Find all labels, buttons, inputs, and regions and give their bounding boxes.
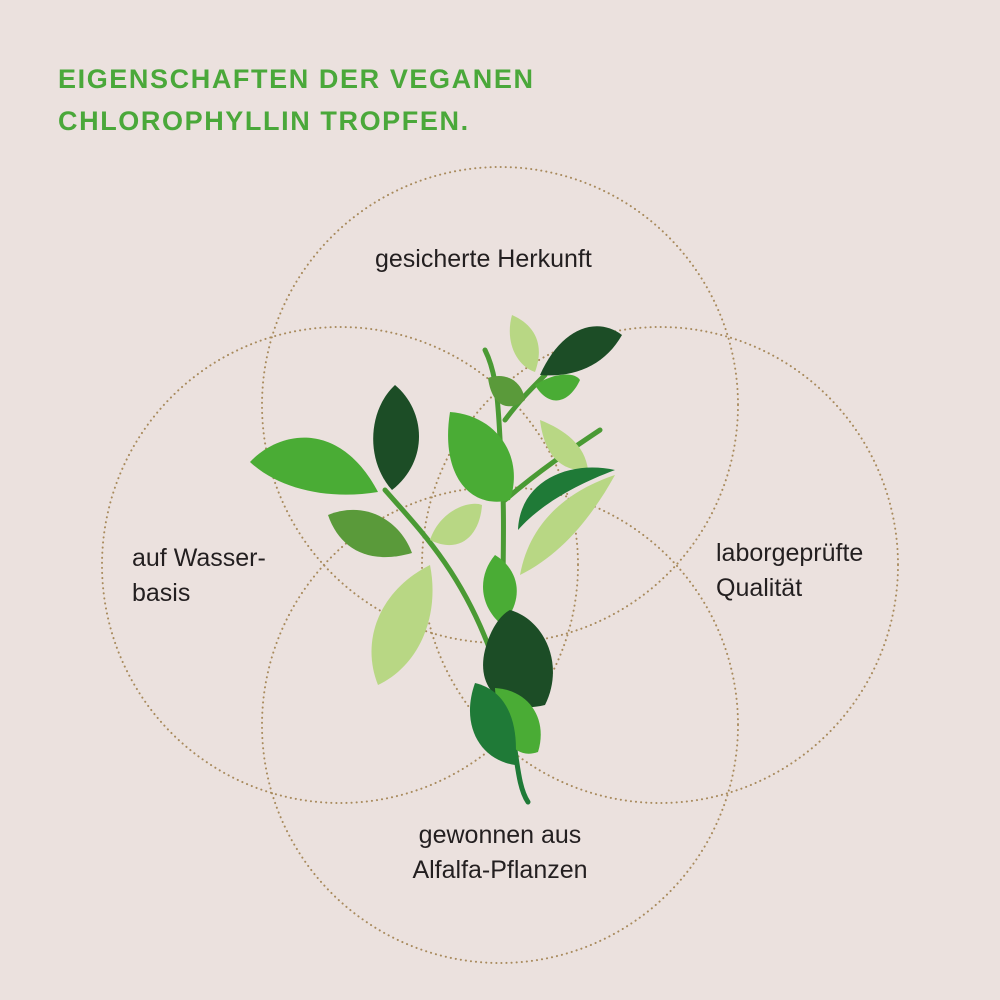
property-top-label: gesicherte Herkunft: [375, 245, 592, 273]
leaf: [520, 475, 615, 575]
page-title: EIGENSCHAFTEN DER VEGANEN CHLOROPHYLLIN …: [58, 58, 535, 142]
property-left-label: auf Wasser- basis: [132, 541, 266, 611]
leaf: [430, 503, 482, 546]
property-right-line-1: laborgeprüfte: [716, 539, 864, 567]
property-bottom-line-1: gewonnen aus: [418, 821, 582, 849]
leaf: [488, 376, 525, 407]
leaf: [373, 385, 420, 490]
leaf: [483, 610, 553, 708]
leaf: [535, 374, 580, 401]
leaf: [448, 412, 514, 502]
circle-right: [421, 326, 899, 804]
leaf: [483, 555, 517, 625]
leaf: [518, 467, 615, 530]
circle-left: [101, 326, 579, 804]
leaf: [540, 326, 622, 376]
leaf: [328, 509, 412, 558]
property-right-label: laborgeprüfte Qualität: [716, 536, 863, 606]
leaf: [509, 315, 539, 372]
leaf: [469, 683, 516, 765]
property-left-line-1: auf Wasser-: [132, 544, 266, 572]
property-bottom-label: gewonnen aus Alfalfa-Pflanzen: [400, 818, 600, 888]
property-right-line-2: Qualität: [716, 574, 803, 602]
property-left-line-2: basis: [132, 579, 191, 607]
leaf: [371, 565, 433, 685]
leaf: [540, 420, 588, 471]
alfalfa-plant-illustration: [250, 315, 622, 805]
title-line-2: CHLOROPHYLLIN TROPFEN.: [58, 106, 470, 136]
circle-top: [261, 166, 739, 644]
title-line-1: EIGENSCHAFTEN DER VEGANEN: [58, 64, 535, 94]
leaf: [250, 437, 378, 495]
property-bottom-line-2: Alfalfa-Pflanzen: [412, 856, 588, 884]
